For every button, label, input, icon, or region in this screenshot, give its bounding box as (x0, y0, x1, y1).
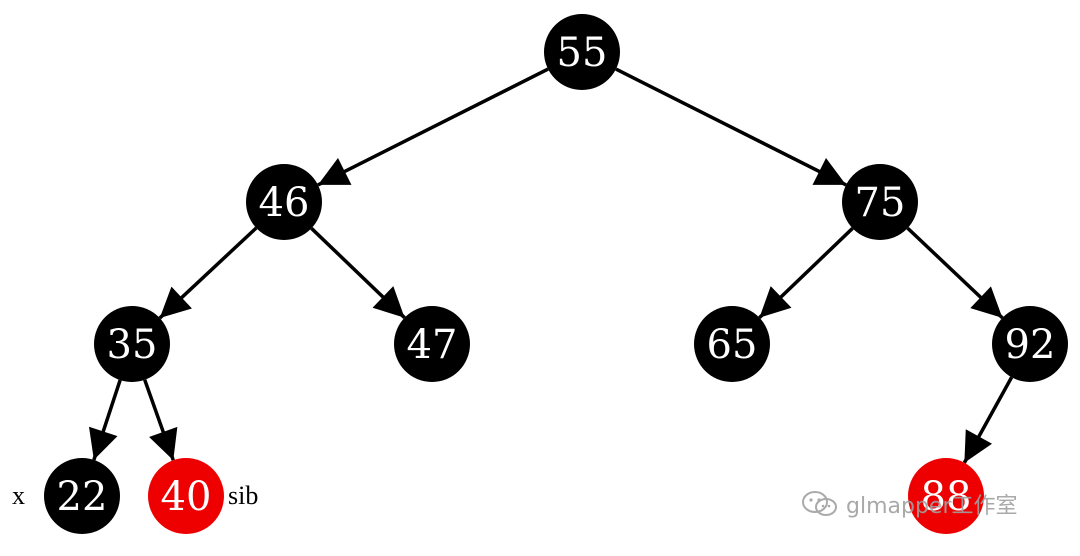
tree-node-47: 47 (394, 306, 470, 382)
wechat-icon (800, 489, 840, 519)
sib-label: sib (228, 481, 258, 510)
tree-node-65: 65 (694, 306, 770, 382)
x-label: x (12, 481, 25, 510)
tree-node-55: 55 (544, 14, 620, 90)
tree-node-92: 92 (992, 306, 1068, 382)
node-label-55: 55 (557, 30, 608, 76)
node-circle-92 (992, 306, 1068, 382)
watermark-text: glmapper工作室 (846, 494, 1018, 519)
node-label-65: 65 (707, 322, 758, 368)
node-circle-22 (44, 458, 120, 534)
node-label-75: 75 (855, 180, 906, 226)
node-label-92: 92 (1005, 322, 1056, 368)
node-circle-35 (94, 306, 170, 382)
node-circle-47 (394, 306, 470, 382)
node-circle-88 (908, 458, 984, 534)
watermark: glmapper工作室 (800, 488, 1018, 520)
node-label-40: 40 (161, 474, 212, 520)
node-circle-55 (544, 14, 620, 90)
edge-55-75 (615, 67, 847, 187)
node-label-35: 35 (107, 322, 158, 368)
tree-node-22: 22 (44, 458, 120, 534)
tree-node-46: 46 (246, 164, 322, 240)
node-label-88: 88 (921, 474, 972, 520)
node-label-22: 22 (57, 474, 108, 520)
node-circle-65 (694, 306, 770, 382)
edge-75-92 (906, 226, 1004, 320)
node-circle-40 (148, 458, 224, 534)
node-label-47: 47 (407, 322, 458, 368)
edge-46-35 (158, 226, 258, 320)
node-label-46: 46 (259, 180, 310, 226)
tree-node-40: 40 (148, 458, 224, 534)
nodes-layer: 55 46 75 35 47 65 92 22 40 88 (44, 14, 1068, 534)
node-circle-75 (842, 164, 918, 240)
edge-35-22 (88, 379, 122, 461)
edge-75-65 (758, 227, 854, 319)
tree-node-75: 75 (842, 164, 918, 240)
edge-46-47 (310, 227, 406, 319)
node-circle-46 (246, 164, 322, 240)
edge-55-46 (317, 67, 549, 187)
edges-layer (88, 67, 1014, 464)
edge-35-40 (143, 379, 178, 461)
tree-node-88: 88 (908, 458, 984, 534)
tree-node-35: 35 (94, 306, 170, 382)
edge-92-88 (962, 376, 1014, 464)
